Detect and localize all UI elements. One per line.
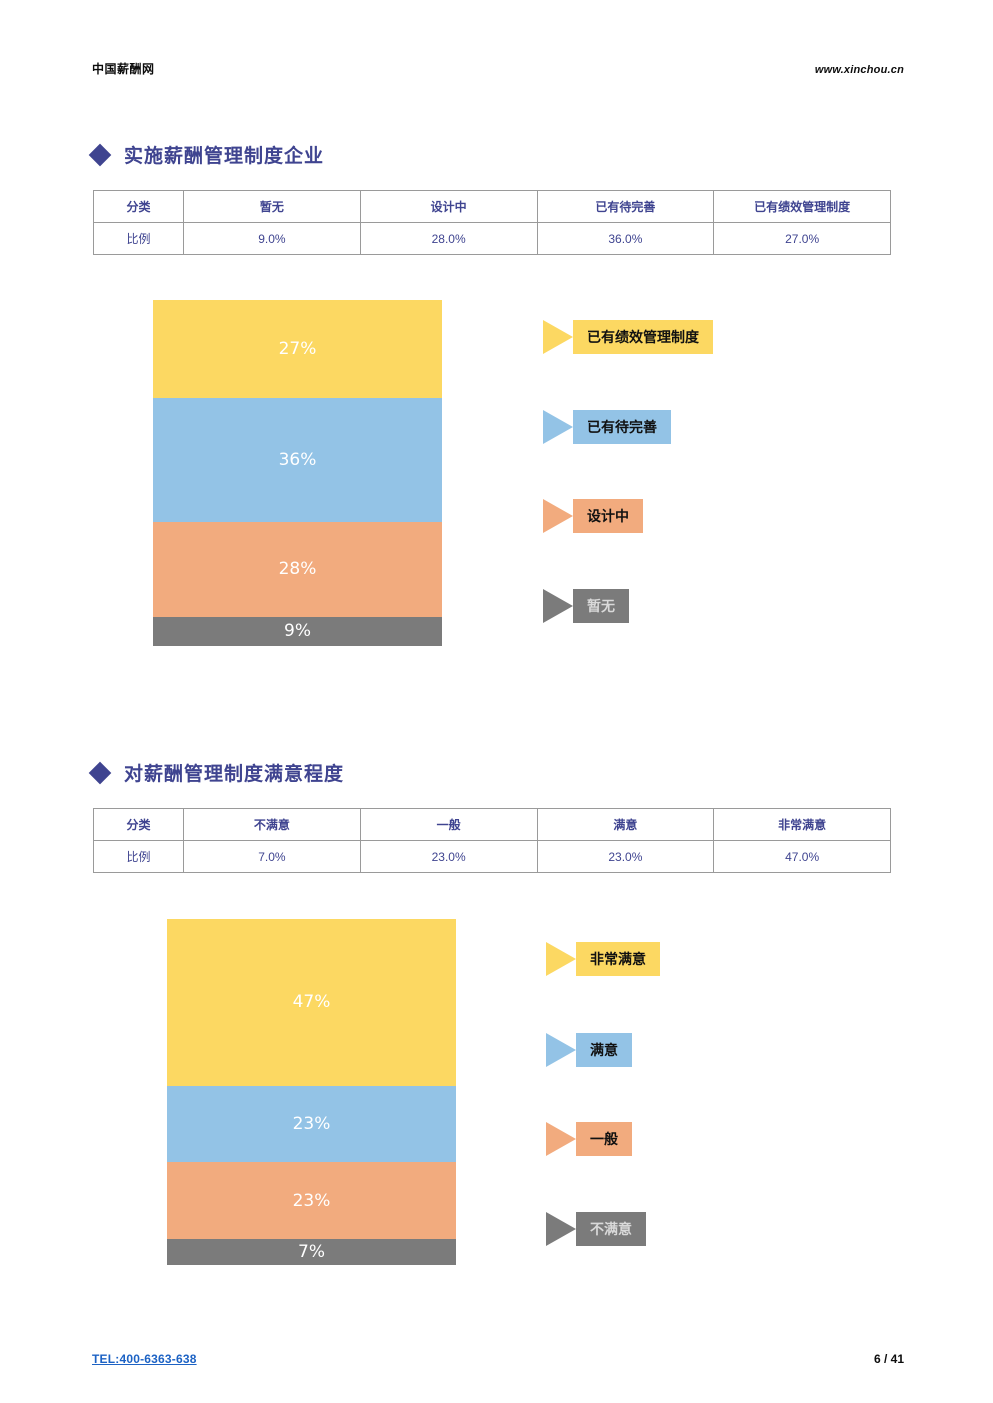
legend-label: 已有待完善 — [573, 410, 671, 444]
table-header-cell: 非常满意 — [713, 808, 891, 841]
table-header-cell: 满意 — [536, 808, 715, 841]
stacked-bar-chart-1: 27% 36% 28% 9% — [153, 300, 442, 646]
legend-label: 设计中 — [573, 499, 643, 533]
table-cell: 47.0% — [713, 840, 891, 873]
legend-item-2[interactable]: 一般 — [546, 1122, 632, 1156]
bar-value-label: 23% — [292, 1114, 331, 1135]
legend-label: 非常满意 — [576, 942, 660, 976]
bar-value-label: 9% — [284, 621, 311, 642]
bar-value-label: 7% — [298, 1242, 325, 1263]
bar-segment-3: 9% — [153, 616, 442, 646]
table-cell: 27.0% — [713, 222, 891, 255]
table-header-cell: 分类 — [93, 190, 184, 223]
bar-segment-1: 23% — [167, 1085, 456, 1163]
bar-value-label: 36% — [278, 449, 317, 470]
table-cell: 28.0% — [359, 222, 538, 255]
table-header-cell: 不满意 — [183, 808, 361, 841]
bar-segment-2: 23% — [167, 1162, 456, 1240]
bar-segment-3: 7% — [167, 1239, 456, 1265]
section-heading-1: 实施薪酬管理制度企业 — [88, 141, 325, 168]
bar-value-label: 27% — [278, 339, 317, 360]
legend-item-1[interactable]: 满意 — [546, 1033, 632, 1067]
table-header-cell: 设计中 — [359, 190, 538, 223]
bar-segment-2: 28% — [153, 521, 442, 617]
page-header: 中国薪酬网 www.xinchou.cn — [92, 60, 904, 77]
legend-label: 暂无 — [573, 589, 629, 623]
table-header-row: 分类 不满意 一般 满意 非常满意 — [93, 808, 891, 841]
triangle-arrow-icon — [543, 320, 573, 354]
legend-item-3[interactable]: 不满意 — [546, 1212, 646, 1246]
table-row: 比例 7.0% 23.0% 23.0% 47.0% — [93, 840, 891, 873]
site-url: www.xinchou.cn — [814, 64, 904, 76]
legend-label: 已有绩效管理制度 — [573, 320, 713, 354]
diamond-bullet-icon — [88, 143, 112, 166]
bar-segment-0: 47% — [167, 919, 456, 1086]
table-cell: 7.0% — [183, 840, 361, 873]
table-header-cell: 已有待完善 — [536, 190, 715, 223]
page-number: 6 / 41 — [873, 1352, 904, 1366]
table-header-cell: 已有绩效管理制度 — [713, 190, 891, 223]
legend-label: 满意 — [576, 1033, 632, 1067]
triangle-arrow-icon — [546, 942, 576, 976]
table-header-cell: 暂无 — [183, 190, 361, 223]
page-title: 实施薪酬管理制度企业 — [124, 146, 325, 167]
table-cell: 36.0% — [536, 222, 715, 255]
data-table-2: 分类 不满意 一般 满意 非常满意 比例 7.0% 23.0% 23.0% 47… — [93, 808, 891, 873]
legend-item-0[interactable]: 已有绩效管理制度 — [543, 320, 713, 354]
legend-item-0[interactable]: 非常满意 — [546, 942, 660, 976]
table-cell: 9.0% — [183, 222, 361, 255]
triangle-arrow-icon — [546, 1122, 576, 1156]
legend-item-2[interactable]: 设计中 — [543, 499, 643, 533]
data-table-1: 分类 暂无 设计中 已有待完善 已有绩效管理制度 比例 9.0% 28.0% 3… — [93, 190, 891, 255]
triangle-arrow-icon — [543, 410, 573, 444]
stacked-bar-chart-2: 47% 23% 23% 7% — [167, 919, 456, 1265]
table-row: 比例 9.0% 28.0% 36.0% 27.0% — [93, 222, 891, 255]
table-cell: 23.0% — [359, 840, 538, 873]
table-row-label: 比例 — [93, 840, 184, 873]
legend-item-1[interactable]: 已有待完善 — [543, 410, 671, 444]
bar-segment-0: 27% — [153, 300, 442, 399]
table-header-cell: 一般 — [359, 808, 538, 841]
triangle-arrow-icon — [546, 1212, 576, 1246]
page-footer: TEL:400-6363-638 6 / 41 — [92, 1352, 904, 1366]
legend-label: 一般 — [576, 1122, 632, 1156]
table-row-label: 比例 — [93, 222, 184, 255]
triangle-arrow-icon — [546, 1033, 576, 1067]
bar-value-label: 23% — [292, 1190, 331, 1211]
legend-item-3[interactable]: 暂无 — [543, 589, 629, 623]
bar-value-label: 28% — [278, 559, 317, 580]
section-heading-2: 对薪酬管理制度满意程度 — [88, 759, 345, 786]
telephone-link[interactable]: TEL:400-6363-638 — [92, 1352, 197, 1366]
table-header-cell: 分类 — [93, 808, 184, 841]
triangle-arrow-icon — [543, 499, 573, 533]
bar-value-label: 47% — [292, 992, 331, 1013]
diamond-bullet-icon — [88, 761, 112, 784]
page-title: 对薪酬管理制度满意程度 — [124, 764, 345, 785]
legend-label: 不满意 — [576, 1212, 646, 1246]
triangle-arrow-icon — [543, 589, 573, 623]
table-header-row: 分类 暂无 设计中 已有待完善 已有绩效管理制度 — [93, 190, 891, 223]
brand-name: 中国薪酬网 — [92, 62, 155, 76]
table-cell: 23.0% — [536, 840, 715, 873]
bar-segment-1: 36% — [153, 398, 442, 522]
